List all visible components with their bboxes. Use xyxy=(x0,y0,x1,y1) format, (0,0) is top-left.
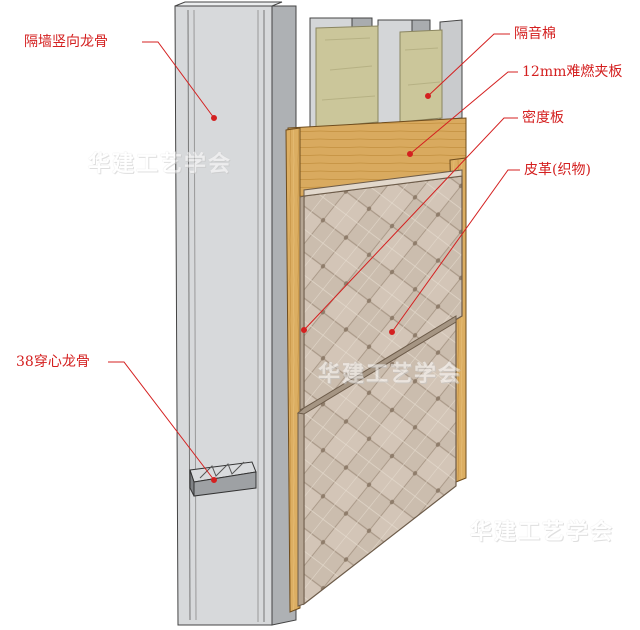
watermark-1: 华建工艺学会 xyxy=(88,152,233,177)
leader-insulation xyxy=(427,33,510,97)
label-leather: 皮革(织物) xyxy=(524,162,591,178)
label-plywood: 12mm难燃夹板 xyxy=(522,64,623,80)
through-channel xyxy=(189,461,257,497)
label-sound-insulation: 隔音棉 xyxy=(514,26,556,42)
leather-panel-upper xyxy=(299,169,463,411)
leader-mdf xyxy=(303,117,518,331)
sound-insulation xyxy=(315,25,443,129)
label-vertical-stud: 隔墙竖向龙骨 xyxy=(24,34,108,50)
leader-lines xyxy=(108,33,520,483)
watermark-3: 华建工艺学会 xyxy=(470,520,615,545)
leader-plywood xyxy=(409,71,518,155)
leather-panel-lower xyxy=(296,315,457,607)
watermark-2: 华建工艺学会 xyxy=(318,362,463,387)
leader-leather xyxy=(391,169,520,333)
leader-channel xyxy=(108,361,215,481)
vertical-stud-main xyxy=(174,1,297,626)
leader-stud xyxy=(142,41,215,119)
label-mdf: 密度板 xyxy=(522,110,564,126)
label-through-channel: 38穿心龙骨 xyxy=(16,354,90,370)
